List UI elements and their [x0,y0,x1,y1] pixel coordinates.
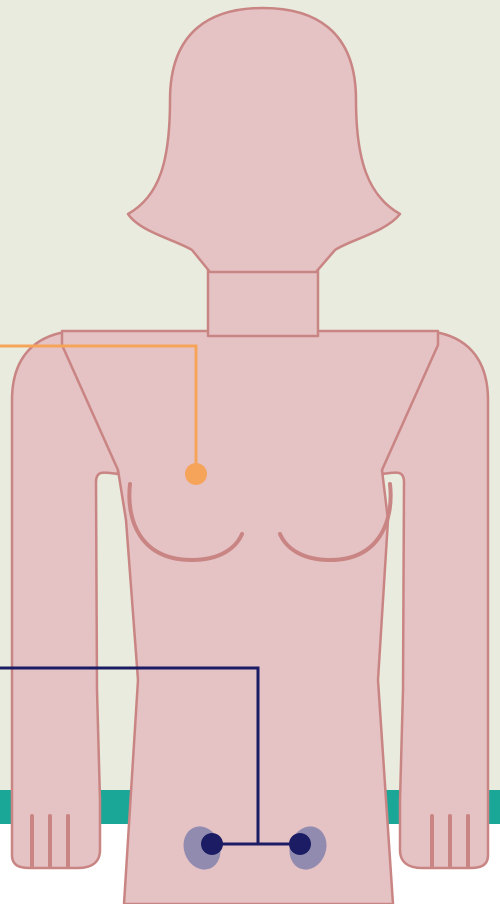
ovary-callout-dot-icon-right [289,833,311,855]
breast-callout-dot-icon [185,463,207,485]
ovary-callout-dot-icon [201,833,223,855]
